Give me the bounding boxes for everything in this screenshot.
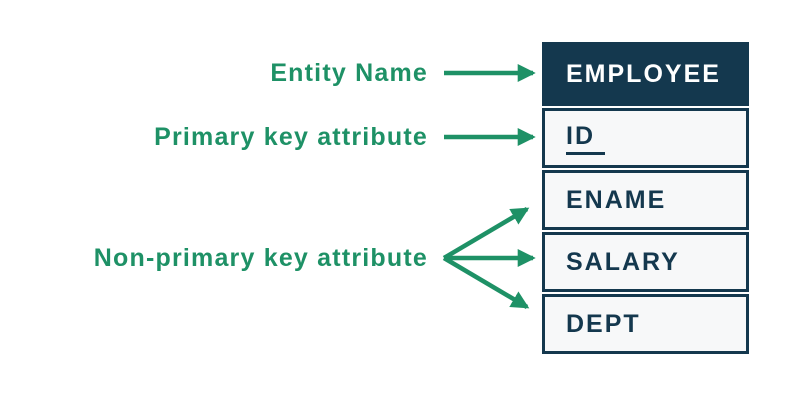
attribute-cell-ename: ENAME: [542, 170, 749, 230]
primary-key-text: ID: [566, 122, 605, 155]
attribute-cell-salary: SALARY: [542, 232, 749, 292]
entity-name-label: Entity Name: [270, 59, 428, 87]
arrow-non-primary-dept-icon: [442, 256, 530, 309]
entity-header-cell: EMPLOYEE: [542, 42, 749, 106]
primary-key-attribute-label: Primary key attribute: [154, 123, 428, 151]
attribute-cell-dept: DEPT: [542, 294, 749, 354]
arrow-non-primary-ename-icon: [442, 207, 530, 260]
non-primary-key-attribute-label: Non-primary key attribute: [93, 244, 428, 272]
primary-key-cell: ID: [542, 108, 749, 168]
entity-table: EMPLOYEE ID ENAME SALARY DEPT: [542, 42, 749, 354]
